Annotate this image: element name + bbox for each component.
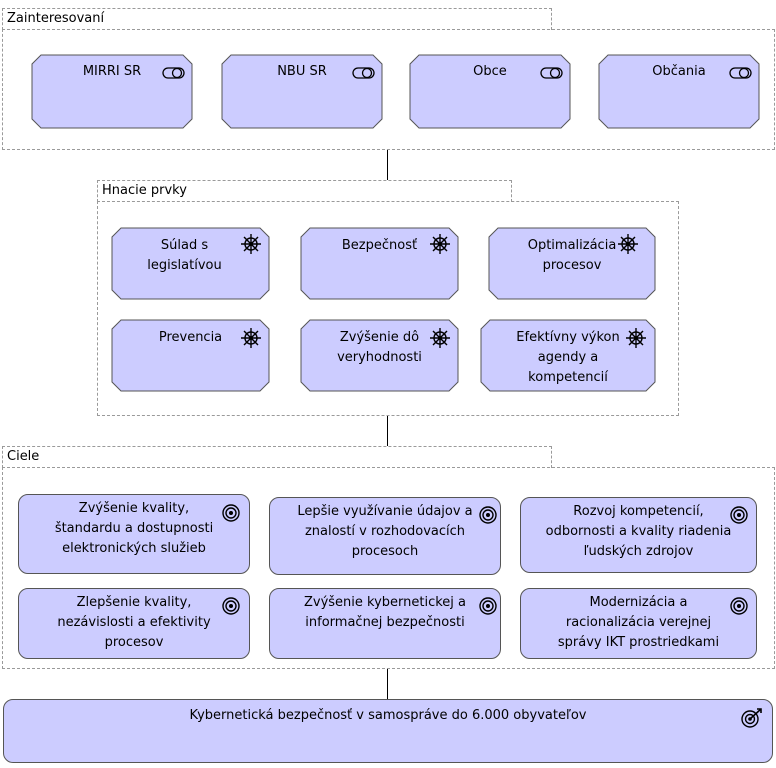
driver-label: Optimalizácia procesov bbox=[527, 238, 617, 273]
stakeholders-group bbox=[2, 29, 775, 150]
goal-node[interactable]: Zlepšenie kvality, nezávislosti a efekti… bbox=[18, 588, 250, 659]
stakeholder-node[interactable]: Obce bbox=[410, 55, 570, 128]
goal-label: Modernizácia a racionalizácia verejnej s… bbox=[557, 595, 720, 650]
stakeholders-group-title: Zainteresovaní bbox=[7, 11, 105, 26]
driver-node[interactable]: Súlad s legislatívou bbox=[112, 228, 269, 299]
driver-node[interactable]: Bezpečnosť bbox=[301, 228, 458, 299]
goal-target-icon bbox=[222, 597, 240, 615]
driver-label: Súlad s legislatívou bbox=[147, 238, 222, 273]
goals-group-title: Ciele bbox=[7, 449, 40, 464]
goal-target-icon bbox=[479, 597, 497, 615]
outcome-arrow-target-icon bbox=[741, 708, 762, 728]
stakeholder-label: Obce bbox=[473, 64, 507, 79]
stakeholder-label: NBU SR bbox=[277, 64, 327, 79]
driver-label: Prevencia bbox=[158, 330, 223, 345]
goal-label: Zvýšenie kvality, štandardu a dostupnost… bbox=[54, 501, 214, 556]
drivers-group-title: Hnacie prvky bbox=[102, 183, 187, 198]
connector-drivers-goals bbox=[387, 416, 388, 447]
stakeholders-group-tab: Zainteresovaní bbox=[2, 8, 552, 30]
goal-node[interactable]: Lepšie využívanie údajov a znalostí v ro… bbox=[269, 497, 501, 575]
goal-node[interactable]: Rozvoj kompetencií, odbornosti a kvality… bbox=[520, 497, 757, 573]
goal-node[interactable]: Zvýšenie kybernetickej a informačnej bez… bbox=[269, 588, 501, 659]
stakeholder-node[interactable]: Občania bbox=[599, 55, 759, 128]
goal-label: Zvýšenie kybernetickej a informačnej bez… bbox=[303, 595, 467, 630]
stakeholder-node[interactable]: MIRRI SR bbox=[32, 55, 192, 128]
driver-node[interactable]: Prevencia bbox=[112, 320, 269, 391]
outcome-node[interactable]: Kybernetická bezpečnosť v samospráve do … bbox=[3, 699, 773, 763]
goal-label: Zlepšenie kvality, nezávislosti a efekti… bbox=[57, 595, 211, 650]
driver-wheel-icon bbox=[241, 234, 261, 254]
drivers-group-tab: Hnacie prvky bbox=[97, 180, 512, 202]
driver-wheel-icon bbox=[430, 328, 450, 348]
stakeholder-icon bbox=[352, 67, 375, 79]
stakeholder-icon bbox=[540, 67, 563, 79]
stakeholder-icon bbox=[162, 67, 185, 79]
driver-wheel-icon bbox=[626, 328, 646, 348]
driver-node[interactable]: Efektívny výkon agendy a kompetencií bbox=[481, 320, 655, 391]
goals-group bbox=[2, 467, 775, 669]
goal-node[interactable]: Modernizácia a racionalizácia verejnej s… bbox=[520, 588, 757, 659]
stakeholder-label: MIRRI SR bbox=[82, 64, 142, 79]
driver-label: Zvýšenie dôveryhodnosti bbox=[337, 330, 422, 365]
goal-label: Rozvoj kompetencií, odbornosti a kvality… bbox=[545, 504, 732, 559]
driver-wheel-icon bbox=[430, 234, 450, 254]
connector-stakeholders-drivers bbox=[387, 150, 388, 181]
stakeholder-node[interactable]: NBU SR bbox=[222, 55, 382, 128]
stakeholder-label: Občania bbox=[652, 64, 706, 79]
stakeholder-icon bbox=[729, 67, 752, 79]
driver-label: Bezpečnosť bbox=[341, 238, 418, 253]
drivers-group bbox=[97, 201, 679, 416]
goal-label: Lepšie využívanie údajov a znalostí v ro… bbox=[297, 504, 473, 559]
goal-target-icon bbox=[730, 506, 748, 524]
driver-wheel-icon bbox=[618, 234, 638, 254]
connector-goals-outcome bbox=[387, 669, 388, 699]
goal-target-icon bbox=[479, 506, 497, 524]
goal-target-icon bbox=[222, 504, 240, 522]
outcome-label: Kybernetická bezpečnosť v samospráve do … bbox=[189, 708, 587, 723]
driver-wheel-icon bbox=[241, 328, 261, 348]
goals-group-tab: Ciele bbox=[2, 446, 552, 468]
driver-label: Efektívny výkon agendy a kompetencií bbox=[516, 330, 620, 385]
driver-node[interactable]: Zvýšenie dôveryhodnosti bbox=[301, 320, 458, 391]
goal-node[interactable]: Zvýšenie kvality, štandardu a dostupnost… bbox=[18, 494, 250, 574]
goal-target-icon bbox=[730, 597, 748, 615]
